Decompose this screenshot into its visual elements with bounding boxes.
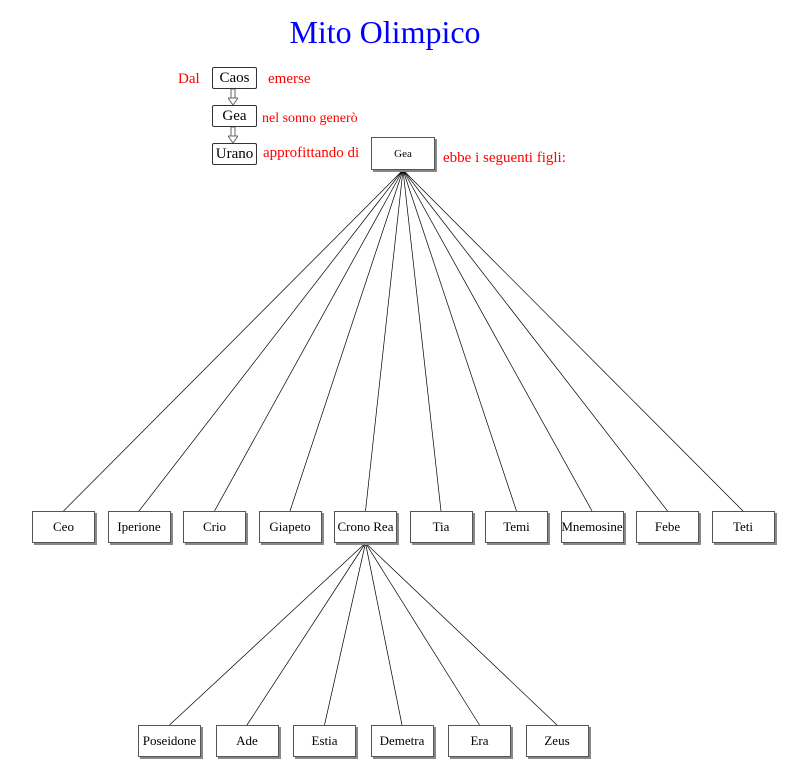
olympian-connector xyxy=(169,542,366,726)
olympian-node: Zeus xyxy=(525,725,589,757)
olympian-node: Era xyxy=(448,725,511,757)
titan-node: Teti xyxy=(711,511,775,543)
olympian-connector xyxy=(246,542,366,726)
gea-parent-node: Gea xyxy=(371,137,435,170)
olympian-connector xyxy=(365,542,558,726)
olympian-connector xyxy=(324,542,366,726)
olympian-node: Estia xyxy=(293,725,356,757)
olympian-node: Ade xyxy=(215,725,279,757)
olympian-connector xyxy=(365,542,480,726)
titan-node: Mnemosine xyxy=(560,511,624,543)
titan-node: Crono Rea xyxy=(334,511,397,543)
titan-connector xyxy=(365,169,404,512)
titan-connector xyxy=(402,169,517,512)
titan-connector xyxy=(402,169,442,512)
titan-node: Tia xyxy=(409,511,473,543)
nel-sonno-label: nel sonno generò xyxy=(262,111,358,126)
titan-node: Ceo xyxy=(32,511,95,543)
caos-box: Caos xyxy=(212,67,257,89)
titan-connector xyxy=(402,169,668,512)
olympian-connector xyxy=(365,542,403,726)
ebbe-label: ebbe i seguenti figli: xyxy=(443,150,566,166)
olympian-node: Demetra xyxy=(370,725,434,757)
titan-connector xyxy=(214,169,404,512)
dal-label: Dal xyxy=(178,71,200,87)
titan-connector xyxy=(138,169,404,512)
gea-box: Gea xyxy=(212,105,257,127)
approfittando-label: approfittando di xyxy=(263,145,360,161)
emerse-label: emerse xyxy=(268,71,311,87)
titan-connector xyxy=(402,169,593,512)
arrow-down-icon xyxy=(227,88,239,106)
olympian-node: Poseidone xyxy=(138,725,201,757)
titan-node: Febe xyxy=(636,511,699,543)
titan-connector xyxy=(63,169,404,512)
titan-node: Iperione xyxy=(107,511,171,543)
titan-connector xyxy=(402,169,744,512)
arrow-down-icon xyxy=(227,126,239,144)
titan-node: Giapeto xyxy=(258,511,322,543)
page-title: Mito Olimpico xyxy=(289,14,481,50)
urano-box: Urano xyxy=(212,143,257,165)
titan-node: Temi xyxy=(485,511,548,543)
titan-connector xyxy=(289,169,404,512)
titan-node: Crio xyxy=(183,511,246,543)
